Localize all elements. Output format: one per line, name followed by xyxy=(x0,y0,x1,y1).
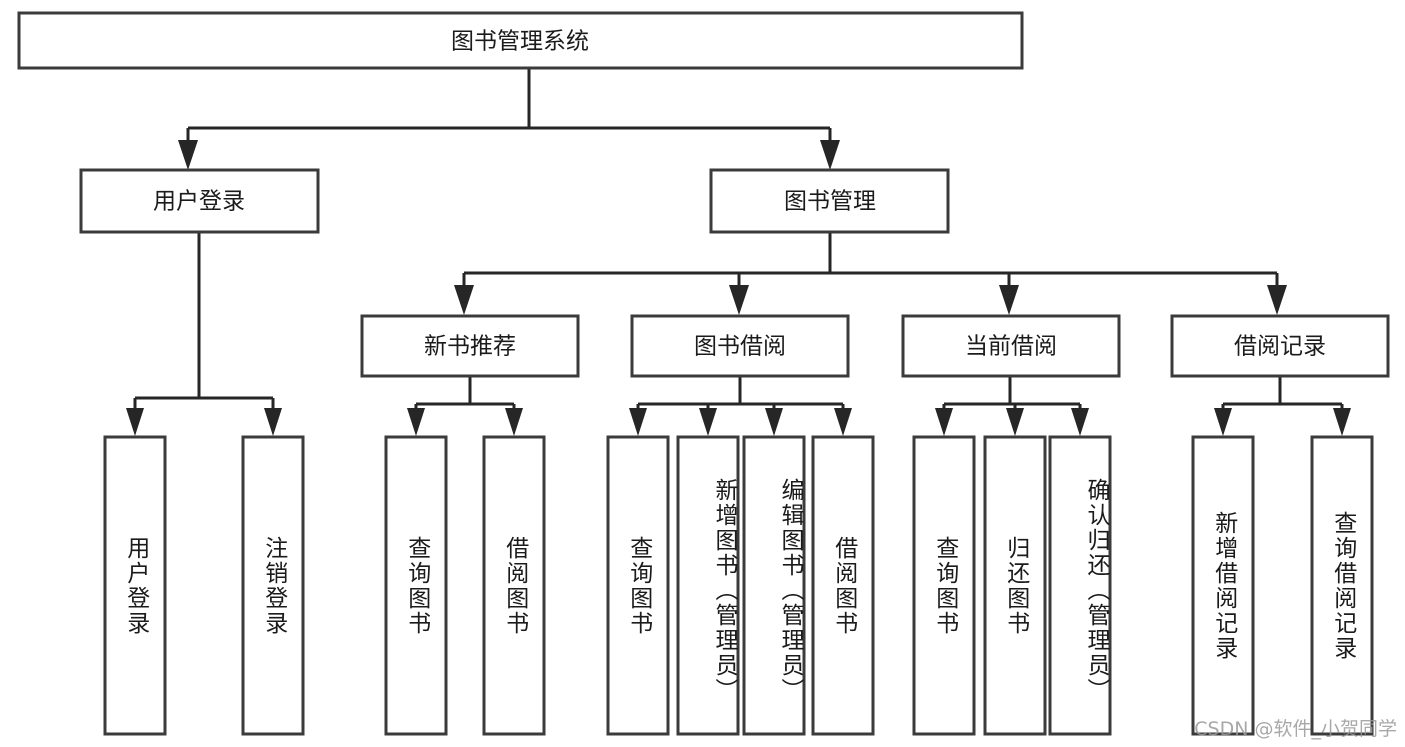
node-label-root: 图书管理系统 xyxy=(451,29,589,55)
node-box-leaf-user-login[interactable] xyxy=(103,435,167,736)
connector-group-current-borrow xyxy=(935,376,1089,436)
arrow-head-leaf-confirm-return xyxy=(1071,408,1089,436)
node-box-leaf-query-book-cur[interactable] xyxy=(912,435,976,736)
node-label-book-manage: 图书管理 xyxy=(784,189,876,215)
node-box-leaf-query-book-rec[interactable] xyxy=(384,435,448,736)
node-label-current-borrow: 当前借阅 xyxy=(965,334,1057,360)
arrow-head-leaf-borrow-book xyxy=(834,408,852,436)
arrow-head-book-borrow xyxy=(729,285,749,315)
arrow-head-leaf-query-book-cur xyxy=(935,408,953,436)
node-box-user-login[interactable] xyxy=(79,168,320,234)
arrow-head-leaf-borrow-book-rec xyxy=(505,408,523,436)
connector-group-new-book-rec xyxy=(407,376,523,436)
node-box-leaf-query-book-borrow[interactable] xyxy=(606,435,670,736)
node-box-leaf-borrow-book-rec[interactable] xyxy=(482,435,546,736)
connector-group-root xyxy=(178,68,840,170)
connector-group-user-login xyxy=(126,232,282,436)
connector-group-book-borrow xyxy=(629,376,852,436)
node-box-root[interactable] xyxy=(17,11,1024,70)
connector-group-book-manage xyxy=(454,232,1287,315)
arrow-head-leaf-user-logout xyxy=(264,408,282,436)
arrow-head-new-book-rec xyxy=(454,285,474,315)
arrow-head-leaf-add-record xyxy=(1214,408,1232,436)
node-box-leaf-add-book[interactable] xyxy=(676,435,740,736)
connector-group-borrow-record xyxy=(1214,376,1351,436)
arrow-head-leaf-add-book xyxy=(699,408,717,436)
arrow-head-leaf-query-book-rec xyxy=(407,408,425,436)
node-box-leaf-edit-book[interactable] xyxy=(742,435,806,736)
arrow-head-leaf-query-record xyxy=(1333,408,1351,436)
arrow-head-current-borrow xyxy=(999,285,1019,315)
arrow-head-leaf-user-login xyxy=(126,408,144,436)
node-box-book-borrow[interactable] xyxy=(630,314,850,378)
arrow-head-leaf-return-book xyxy=(1006,408,1024,436)
node-box-new-book-rec[interactable] xyxy=(360,314,580,378)
node-label-new-book-rec: 新书推荐 xyxy=(424,334,516,360)
node-label-user-login: 用户登录 xyxy=(153,189,245,215)
watermark-label: CSDN @软件_小贺同学 xyxy=(1194,718,1397,740)
node-box-leaf-borrow-book[interactable] xyxy=(811,435,875,736)
arrow-head-leaf-edit-book xyxy=(765,408,783,436)
node-box-leaf-add-record[interactable] xyxy=(1191,435,1255,736)
node-box-leaf-return-book[interactable] xyxy=(983,435,1047,736)
node-label-borrow-record: 借阅记录 xyxy=(1234,334,1326,360)
node-box-leaf-confirm-return[interactable] xyxy=(1048,435,1112,736)
arrow-head-leaf-query-book-borrow xyxy=(629,408,647,436)
node-box-book-manage[interactable] xyxy=(709,168,950,234)
node-box-leaf-query-record[interactable] xyxy=(1310,435,1374,736)
arrow-head-book-manage xyxy=(820,140,840,170)
node-box-leaf-user-logout[interactable] xyxy=(241,435,305,736)
node-box-borrow-record[interactable] xyxy=(1170,314,1390,378)
arrow-head-borrow-record xyxy=(1267,285,1287,315)
node-box-current-borrow[interactable] xyxy=(901,314,1121,378)
node-label-book-borrow: 图书借阅 xyxy=(694,334,786,360)
arrow-head-user-login xyxy=(178,140,198,170)
